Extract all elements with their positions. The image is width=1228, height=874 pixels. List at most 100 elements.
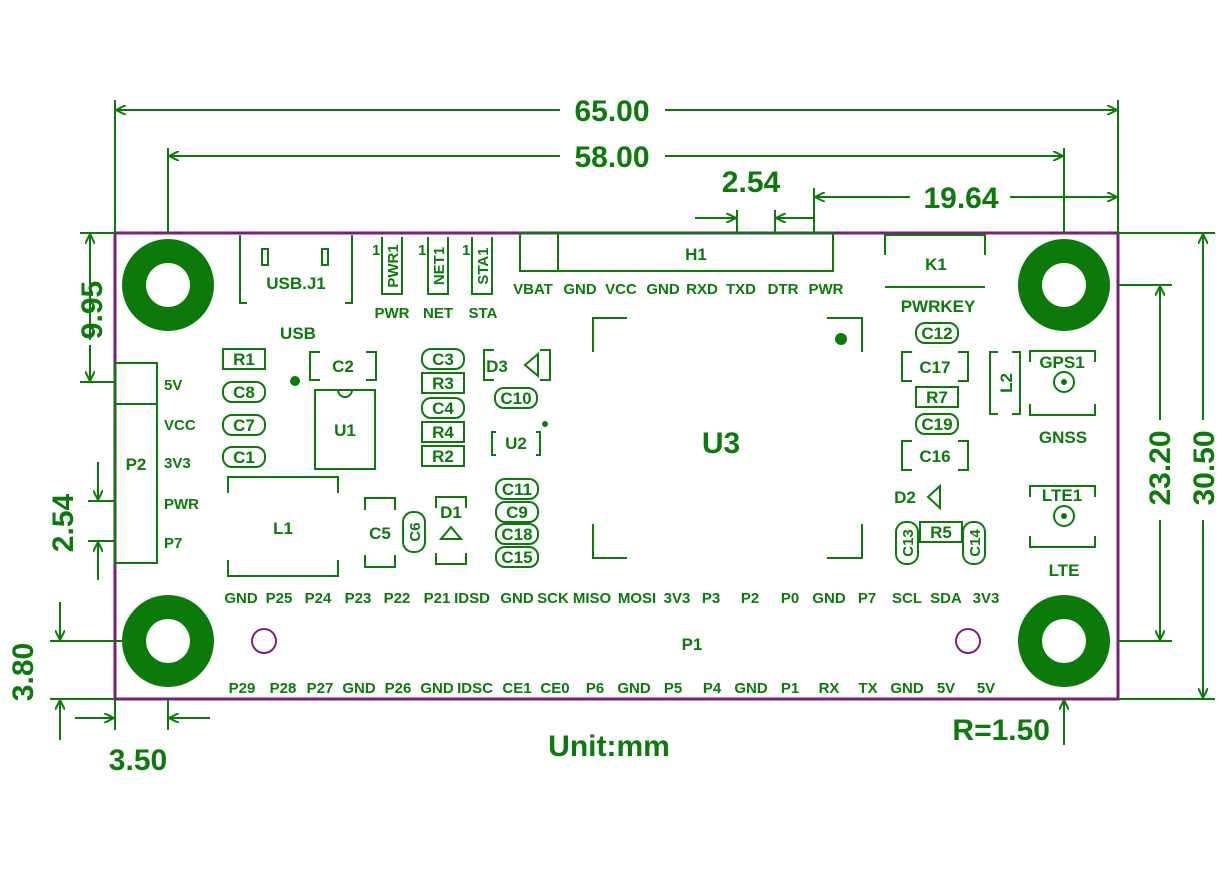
c4-label: C4 <box>432 399 454 418</box>
p1-top-pin-label: 3V3 <box>973 590 1000 607</box>
p1-bottom-pin-label: GND <box>734 680 768 697</box>
c3-label: C3 <box>432 350 454 369</box>
p1-bottom-pin-label: GND <box>420 680 454 697</box>
c12-outline <box>915 322 959 344</box>
c11-outline <box>495 478 539 500</box>
h1-pin-label: VBAT <box>513 281 553 298</box>
dim-hole-spacing-x: 58.00 <box>574 141 649 174</box>
p1-bottom-pin-label: GND <box>617 680 651 697</box>
u1-label: U1 <box>334 421 356 440</box>
inductor-l1 <box>227 476 339 577</box>
p1-bottom-pin-label: P29 <box>229 680 256 697</box>
r2-outline <box>421 445 465 467</box>
p1-bottom-pin-label: TX <box>858 680 877 697</box>
h1-pin-label: GND <box>646 281 680 298</box>
p1-bottom-pin-label: P5 <box>664 680 682 697</box>
svg-text:1: 1 <box>418 242 426 259</box>
usb-connector <box>239 235 353 304</box>
r3-label: R3 <box>432 374 454 393</box>
dim-pitch-top: 2.54 <box>722 166 781 199</box>
chip-u1 <box>290 376 376 470</box>
p1-top-pin-label: P3 <box>702 590 720 607</box>
p1-bottom-pin-label: P27 <box>307 680 334 697</box>
cap-c13 <box>895 521 919 565</box>
c11-label: C11 <box>502 480 532 499</box>
h1-pin-label: TXD <box>726 281 756 298</box>
header-h1 <box>519 232 834 272</box>
p1-bottom-pin-label: P1 <box>781 680 799 697</box>
p1-bottom-pin-label: P6 <box>586 680 604 697</box>
r3-outline <box>421 372 465 394</box>
c10-outline <box>494 387 538 409</box>
p1-top-pin-label: P22 <box>384 590 411 607</box>
usb-label: USB <box>280 324 316 343</box>
r7-outline <box>915 386 959 408</box>
p1-bottom-pin-label: CE0 <box>540 680 569 697</box>
lte1-label: LTE1 <box>1042 486 1082 505</box>
h1-label: H1 <box>685 245 707 264</box>
c9-label: C9 <box>506 503 528 522</box>
p1-bottom-pin-label: 5V <box>937 680 955 697</box>
p2-pin-label: 5V <box>164 377 182 394</box>
module-u3 <box>592 317 863 559</box>
sta-led-label: STA <box>469 305 498 322</box>
p1-top-pin-label: P0 <box>781 590 799 607</box>
p1-top-pin-label: P7 <box>858 590 876 607</box>
p1-bottom-pin-label: IDSC <box>457 680 493 697</box>
fiducial-left <box>251 628 277 654</box>
button-k1 <box>884 234 986 288</box>
p2-label: P2 <box>126 455 147 474</box>
c18-outline <box>495 523 539 545</box>
u2-label: U2 <box>505 434 527 453</box>
p1-top-pin-label: SCL <box>892 590 922 607</box>
c13-label: C13 <box>900 529 917 557</box>
lte-label: LTE <box>1049 561 1080 580</box>
dim-top-offset: 9.95 <box>76 281 109 339</box>
p1-bottom-pin-label: GND <box>342 680 376 697</box>
k1-label: K1 <box>925 255 947 274</box>
d2-label: D2 <box>894 488 916 507</box>
r5-label: R5 <box>930 523 952 542</box>
c18-label: C18 <box>501 525 532 544</box>
h1-pin-label: PWR <box>809 281 844 298</box>
c1-label: C1 <box>233 448 255 467</box>
cap-c2 <box>309 351 377 381</box>
dim-hole-spacing-y: 23.20 <box>1144 430 1177 505</box>
dimension-lines <box>50 100 1215 745</box>
d3-label: D3 <box>486 357 508 376</box>
c2-label: C2 <box>332 357 354 376</box>
p1-top-pin-label: GND <box>500 590 534 607</box>
p1-bottom-pin-label: P26 <box>385 680 412 697</box>
p2-pin-label: PWR <box>164 496 199 513</box>
dim-radius: R=1.50 <box>952 714 1050 747</box>
r4-outline <box>421 421 465 443</box>
gps1-label: GPS1 <box>1039 353 1084 372</box>
p1-top-pin-label: P21 <box>424 590 451 607</box>
h1-pin-label: VCC <box>605 281 637 298</box>
d1-label: D1 <box>440 503 462 522</box>
c10-label: C10 <box>500 389 531 408</box>
svg-text:NET1: NET1 <box>431 247 448 285</box>
p1-bottom-pin-label: P4 <box>703 680 722 697</box>
gps-antenna-connector <box>1029 350 1096 416</box>
lte-antenna-connector <box>1029 485 1096 548</box>
r1-label: R1 <box>233 350 255 369</box>
c8-label: C8 <box>233 383 255 402</box>
pwrkey-label: PWRKEY <box>901 297 976 316</box>
svg-text:STA1: STA1 <box>475 247 492 284</box>
led-sta: 1 STA1 <box>462 237 493 295</box>
cap-c16 <box>901 440 969 471</box>
cap-c17 <box>901 351 969 382</box>
h1-pin-label: DTR <box>768 281 799 298</box>
dim-p2-pitch: 2.54 <box>47 493 80 552</box>
l1-label: L1 <box>273 519 293 538</box>
p2-pin-label: VCC <box>164 417 196 434</box>
cap-c5 <box>364 497 396 568</box>
diode-d1 <box>435 496 467 565</box>
c6-label: C6 <box>407 522 424 541</box>
c16-label: C16 <box>919 447 950 466</box>
mounting-hole-tr <box>1018 239 1110 331</box>
svg-text:1: 1 <box>372 242 380 259</box>
header-p2 <box>114 362 158 564</box>
